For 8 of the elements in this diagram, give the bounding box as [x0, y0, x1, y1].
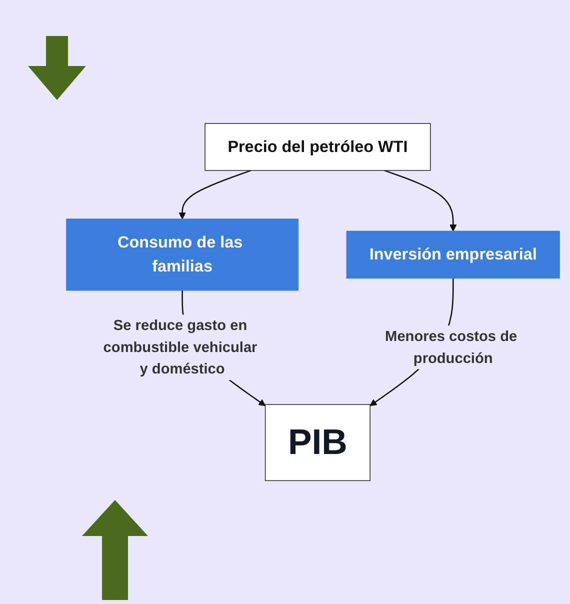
node-box: Consumo de las familias — [66, 218, 298, 291]
arrow — [384, 170, 457, 232]
arrow — [178, 170, 252, 220]
node-box: Precio del petróleo WTI — [204, 123, 431, 171]
edge-label: Menores costos de producción — [385, 328, 518, 366]
edge-label: Se reduce gasto en combustible vehicular y doméstico — [103, 316, 258, 377]
node-box: Inversión empresarial — [346, 230, 560, 278]
node-box: PIB — [264, 404, 370, 481]
